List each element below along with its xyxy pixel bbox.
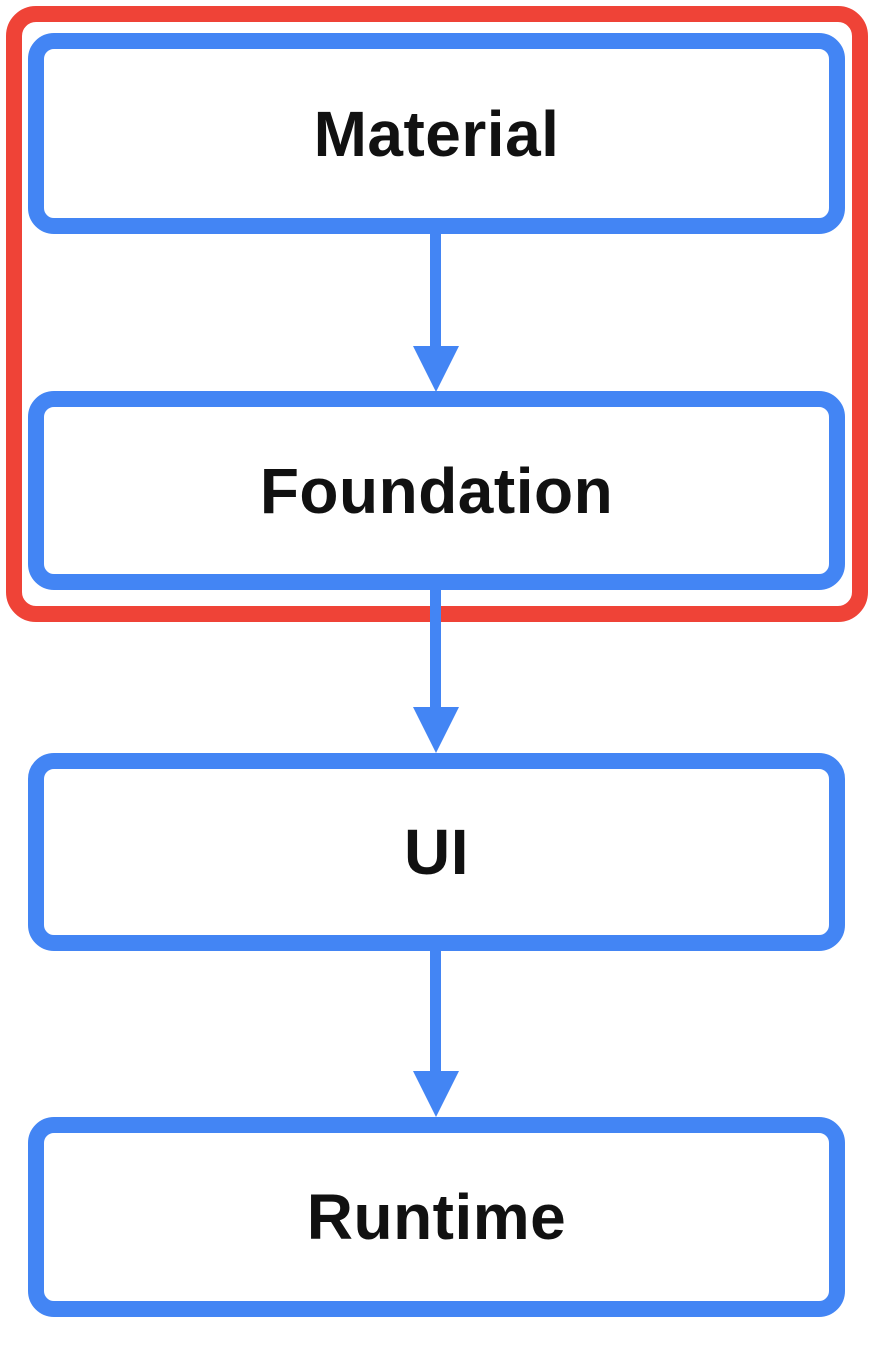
layer-box-foundation: Foundation bbox=[28, 391, 845, 590]
arrow-stem bbox=[430, 588, 441, 710]
arrow-stem bbox=[430, 232, 441, 350]
layer-label-ui: UI bbox=[404, 816, 469, 888]
layer-box-material: Material bbox=[28, 33, 845, 234]
layer-label-material: Material bbox=[313, 97, 560, 170]
highlight-group-frame bbox=[6, 6, 868, 622]
arrow-stem bbox=[430, 949, 441, 1075]
arrowhead-down-icon bbox=[413, 707, 459, 753]
layer-label-runtime: Runtime bbox=[306, 1181, 567, 1253]
layer-box-runtime: Runtime bbox=[28, 1117, 845, 1317]
arrowhead-down-icon bbox=[413, 1071, 459, 1117]
layer-label-foundation: Foundation bbox=[259, 454, 614, 527]
arrowhead-down-icon bbox=[413, 346, 459, 392]
layer-box-ui: UI bbox=[28, 753, 845, 951]
